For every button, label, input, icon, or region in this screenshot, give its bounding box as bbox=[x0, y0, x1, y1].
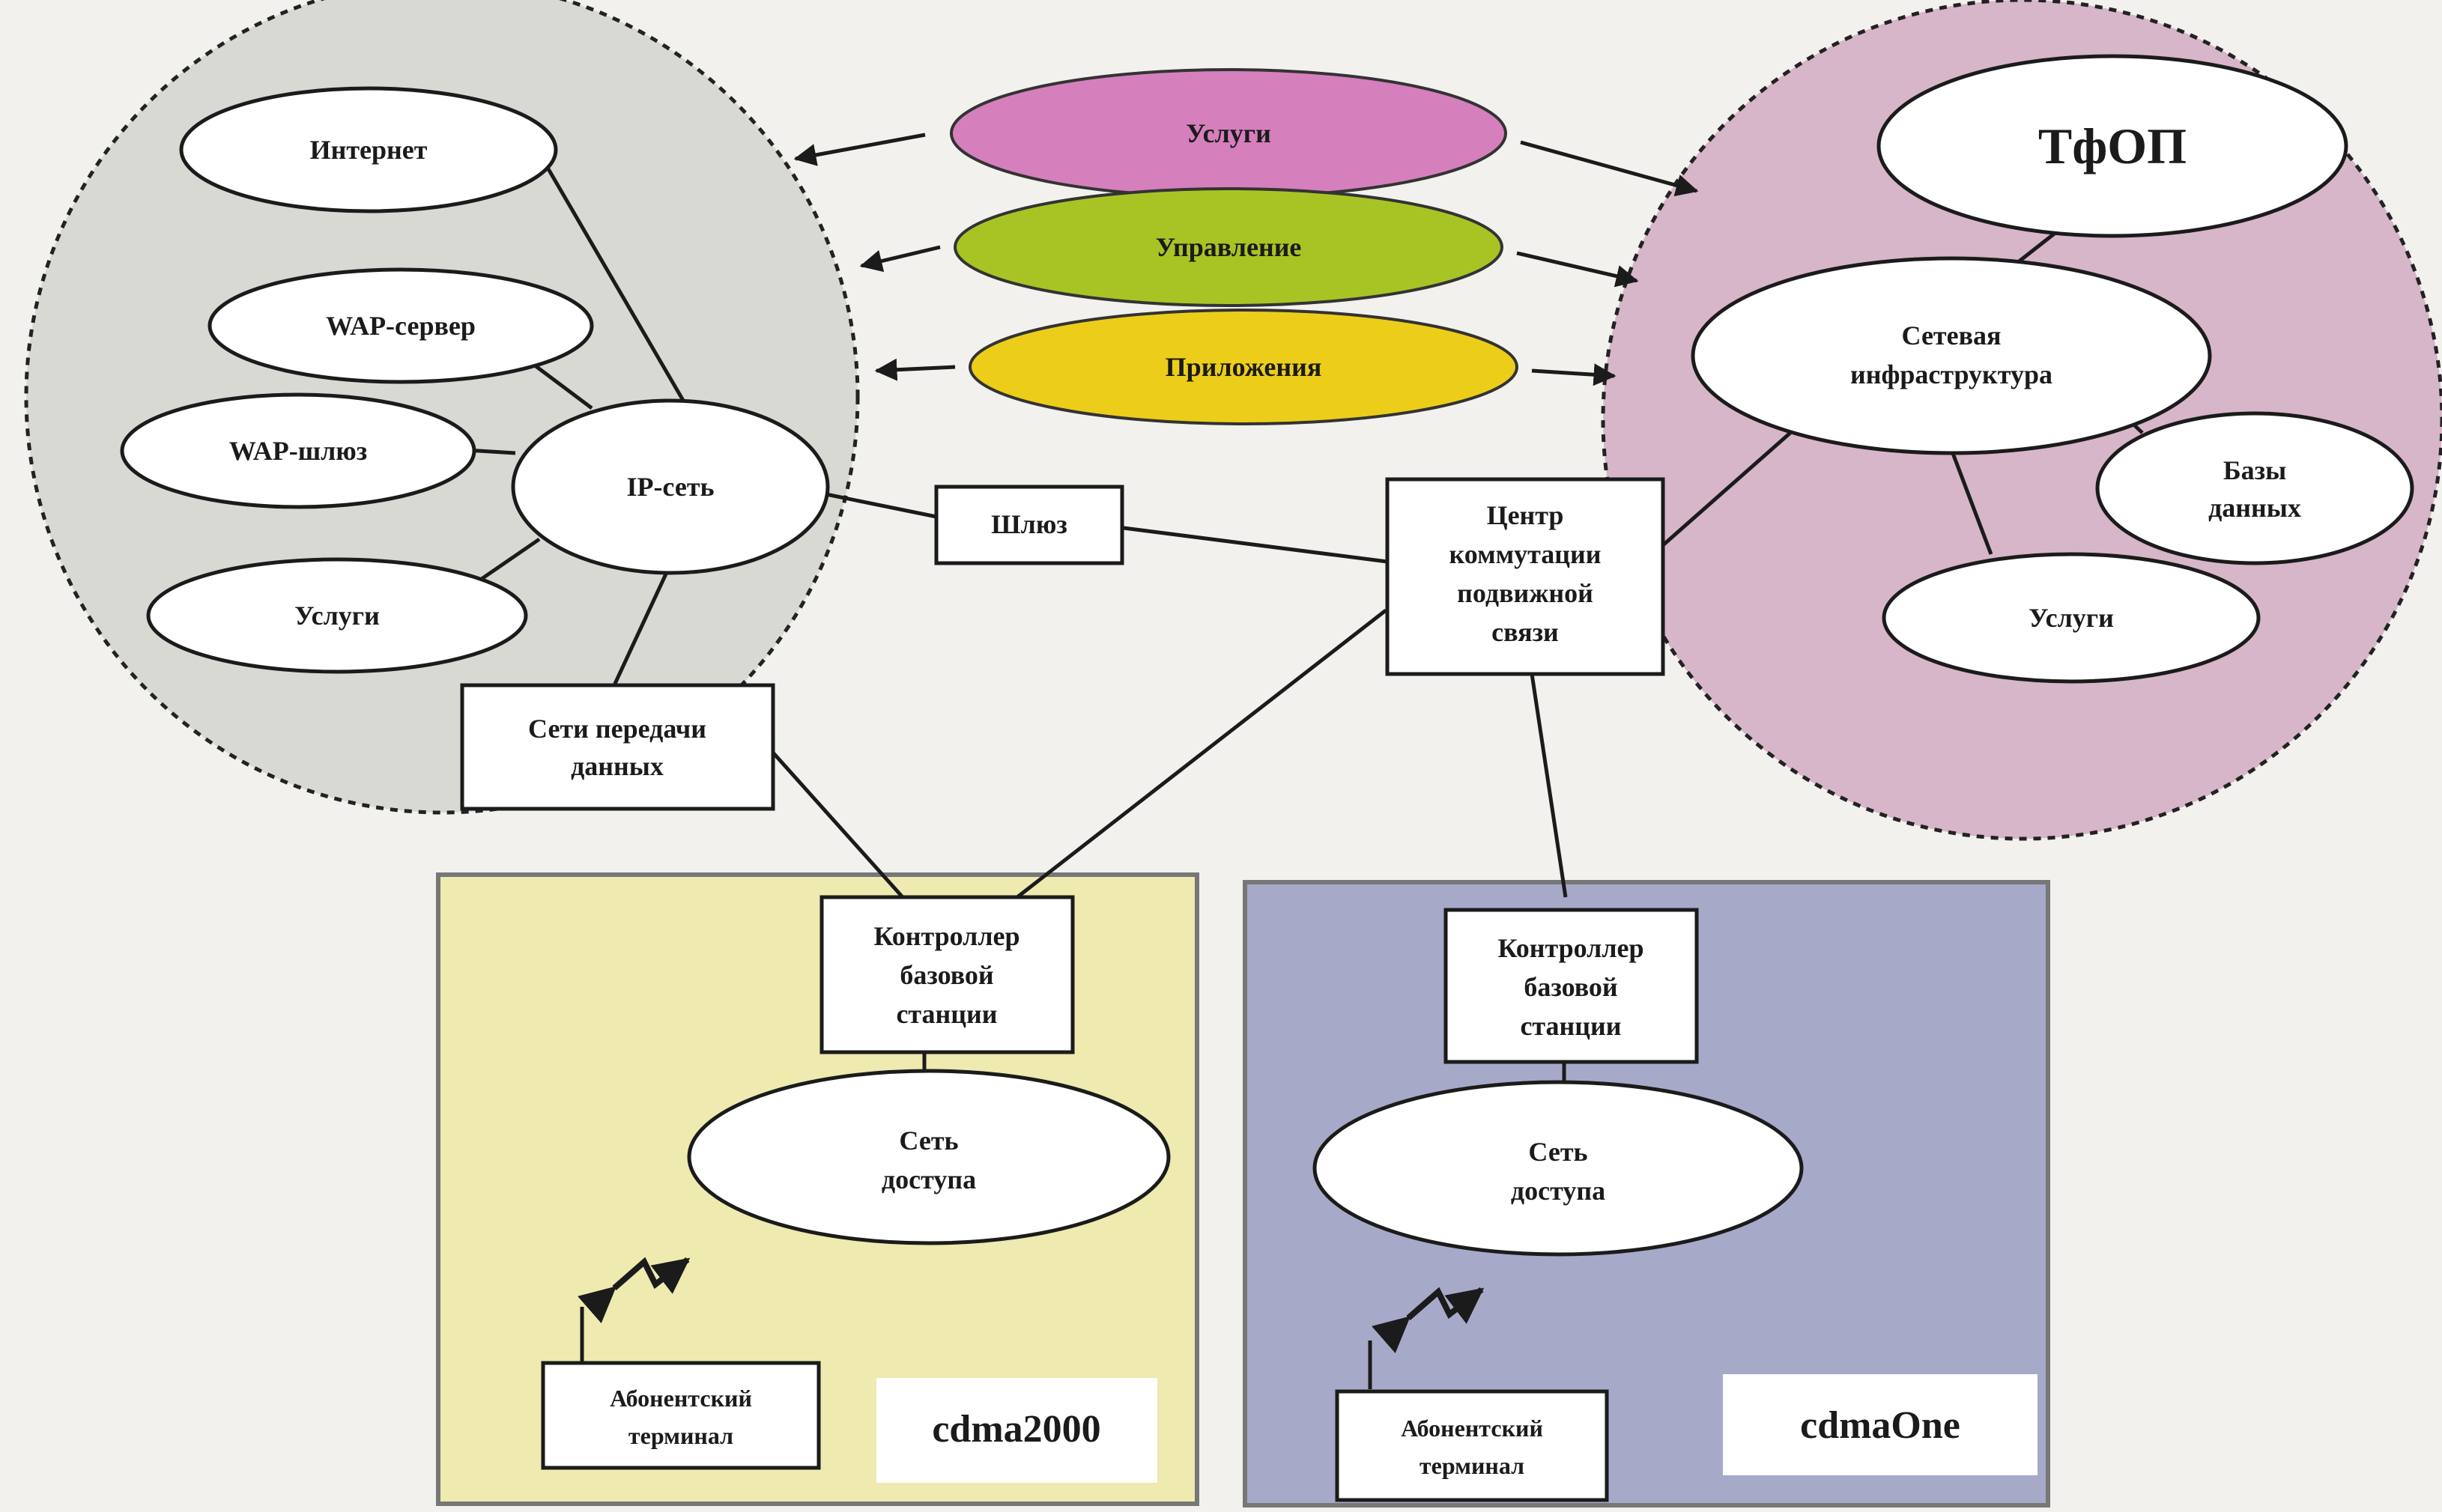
svg-text:ТфОП: ТфОП bbox=[2038, 118, 2187, 174]
layer-services-label: Услуги bbox=[1186, 118, 1271, 148]
svg-text:Интернет: Интернет bbox=[310, 135, 428, 165]
layer-arrows bbox=[793, 133, 1699, 386]
svg-text:коммутации: коммутации bbox=[1449, 539, 1602, 569]
svg-text:базовой: базовой bbox=[900, 960, 993, 990]
node-databases: Базы данных bbox=[2095, 411, 2414, 565]
layer-services: Услуги bbox=[950, 68, 1507, 198]
svg-text:данных: данных bbox=[571, 751, 664, 781]
cdmaone-bsc: Контроллер базовой станции bbox=[1443, 908, 1699, 1064]
cdmaone-wireless-icon bbox=[1372, 1287, 1485, 1354]
cdma2000-bsc: Контроллер базовой станции bbox=[819, 895, 1075, 1054]
svg-text:Сеть: Сеть bbox=[1528, 1137, 1587, 1167]
svg-text:инфраструктура: инфраструктура bbox=[1850, 359, 2052, 389]
svg-text:Контроллер: Контроллер bbox=[1497, 933, 1643, 963]
svg-text:Абонентский: Абонентский bbox=[610, 1385, 752, 1412]
svg-text:подвижной: подвижной bbox=[1457, 578, 1593, 608]
node-gateway: Шлюз bbox=[934, 485, 1124, 565]
node-data-networks: Сети передачи данных bbox=[460, 683, 775, 811]
cdma2000-wireless-icon bbox=[578, 1257, 691, 1324]
svg-text:данных: данных bbox=[2208, 493, 2301, 523]
svg-text:доступа: доступа bbox=[882, 1165, 976, 1194]
svg-text:терминал: терминал bbox=[1420, 1452, 1524, 1479]
node-pstn: ТфОП bbox=[1876, 54, 2348, 238]
svg-text:WAP-сервер: WAP-сервер bbox=[326, 311, 476, 341]
cdmaone-label-box bbox=[1723, 1374, 2037, 1475]
svg-text:станции: станции bbox=[896, 999, 997, 1029]
node-ip-network: IP-сеть bbox=[511, 398, 830, 575]
svg-text:связи: связи bbox=[1491, 617, 1559, 647]
layer-applications: Приложения bbox=[969, 309, 1518, 425]
svg-text:Контроллер: Контроллер bbox=[873, 921, 1019, 951]
svg-text:терминал: терминал bbox=[628, 1422, 733, 1449]
svg-text:WAP-шлюз: WAP-шлюз bbox=[229, 436, 368, 466]
svg-text:IP-сеть: IP-сеть bbox=[626, 472, 714, 502]
svg-text:Сетевая: Сетевая bbox=[1902, 321, 2002, 350]
svg-text:Услуги: Услуги bbox=[294, 601, 380, 631]
svg-text:Абонентский: Абонентский bbox=[1401, 1415, 1543, 1442]
cdmaone-access-network: Сеть доступа bbox=[1312, 1080, 1804, 1257]
cdmaone-terminal: Абонентский терминал bbox=[1335, 1389, 1609, 1502]
layer-applications-label: Приложения bbox=[1166, 352, 1322, 382]
cdmaone-label: cdmaOne bbox=[1800, 1404, 1960, 1447]
svg-text:доступа: доступа bbox=[1511, 1176, 1605, 1206]
svg-text:Сеть: Сеть bbox=[899, 1126, 958, 1156]
node-pstn-services: Услуги bbox=[1882, 552, 2261, 684]
node-wap-server: WAP-сервер bbox=[207, 267, 594, 384]
node-ip-services: Услуги bbox=[146, 557, 528, 674]
cdma2000-access-network: Сеть доступа bbox=[687, 1069, 1171, 1245]
svg-text:Центр: Центр bbox=[1487, 500, 1564, 530]
layer-management-label: Управление bbox=[1156, 232, 1302, 262]
node-wap-gateway: WAP-шлюз bbox=[120, 392, 476, 509]
svg-text:станции: станции bbox=[1520, 1011, 1621, 1041]
cdma2000-label-box bbox=[876, 1378, 1157, 1483]
node-network-infrastructure: Сетевая инфраструктура bbox=[1691, 256, 2212, 455]
node-msc: Центр коммутации подвижной связи bbox=[1385, 477, 1665, 676]
cdma2000-label: cdma2000 bbox=[932, 1408, 1100, 1451]
svg-text:Шлюз: Шлюз bbox=[991, 509, 1067, 539]
node-internet: Интернет bbox=[179, 86, 558, 213]
svg-text:Базы: Базы bbox=[2223, 455, 2286, 485]
layer-management: Управление bbox=[954, 187, 1503, 307]
cdma2000-terminal: Абонентский терминал bbox=[541, 1361, 821, 1470]
svg-text:базовой: базовой bbox=[1524, 972, 1617, 1002]
svg-text:Услуги: Услуги bbox=[2029, 603, 2114, 633]
svg-text:Сети передачи: Сети передачи bbox=[528, 714, 706, 744]
